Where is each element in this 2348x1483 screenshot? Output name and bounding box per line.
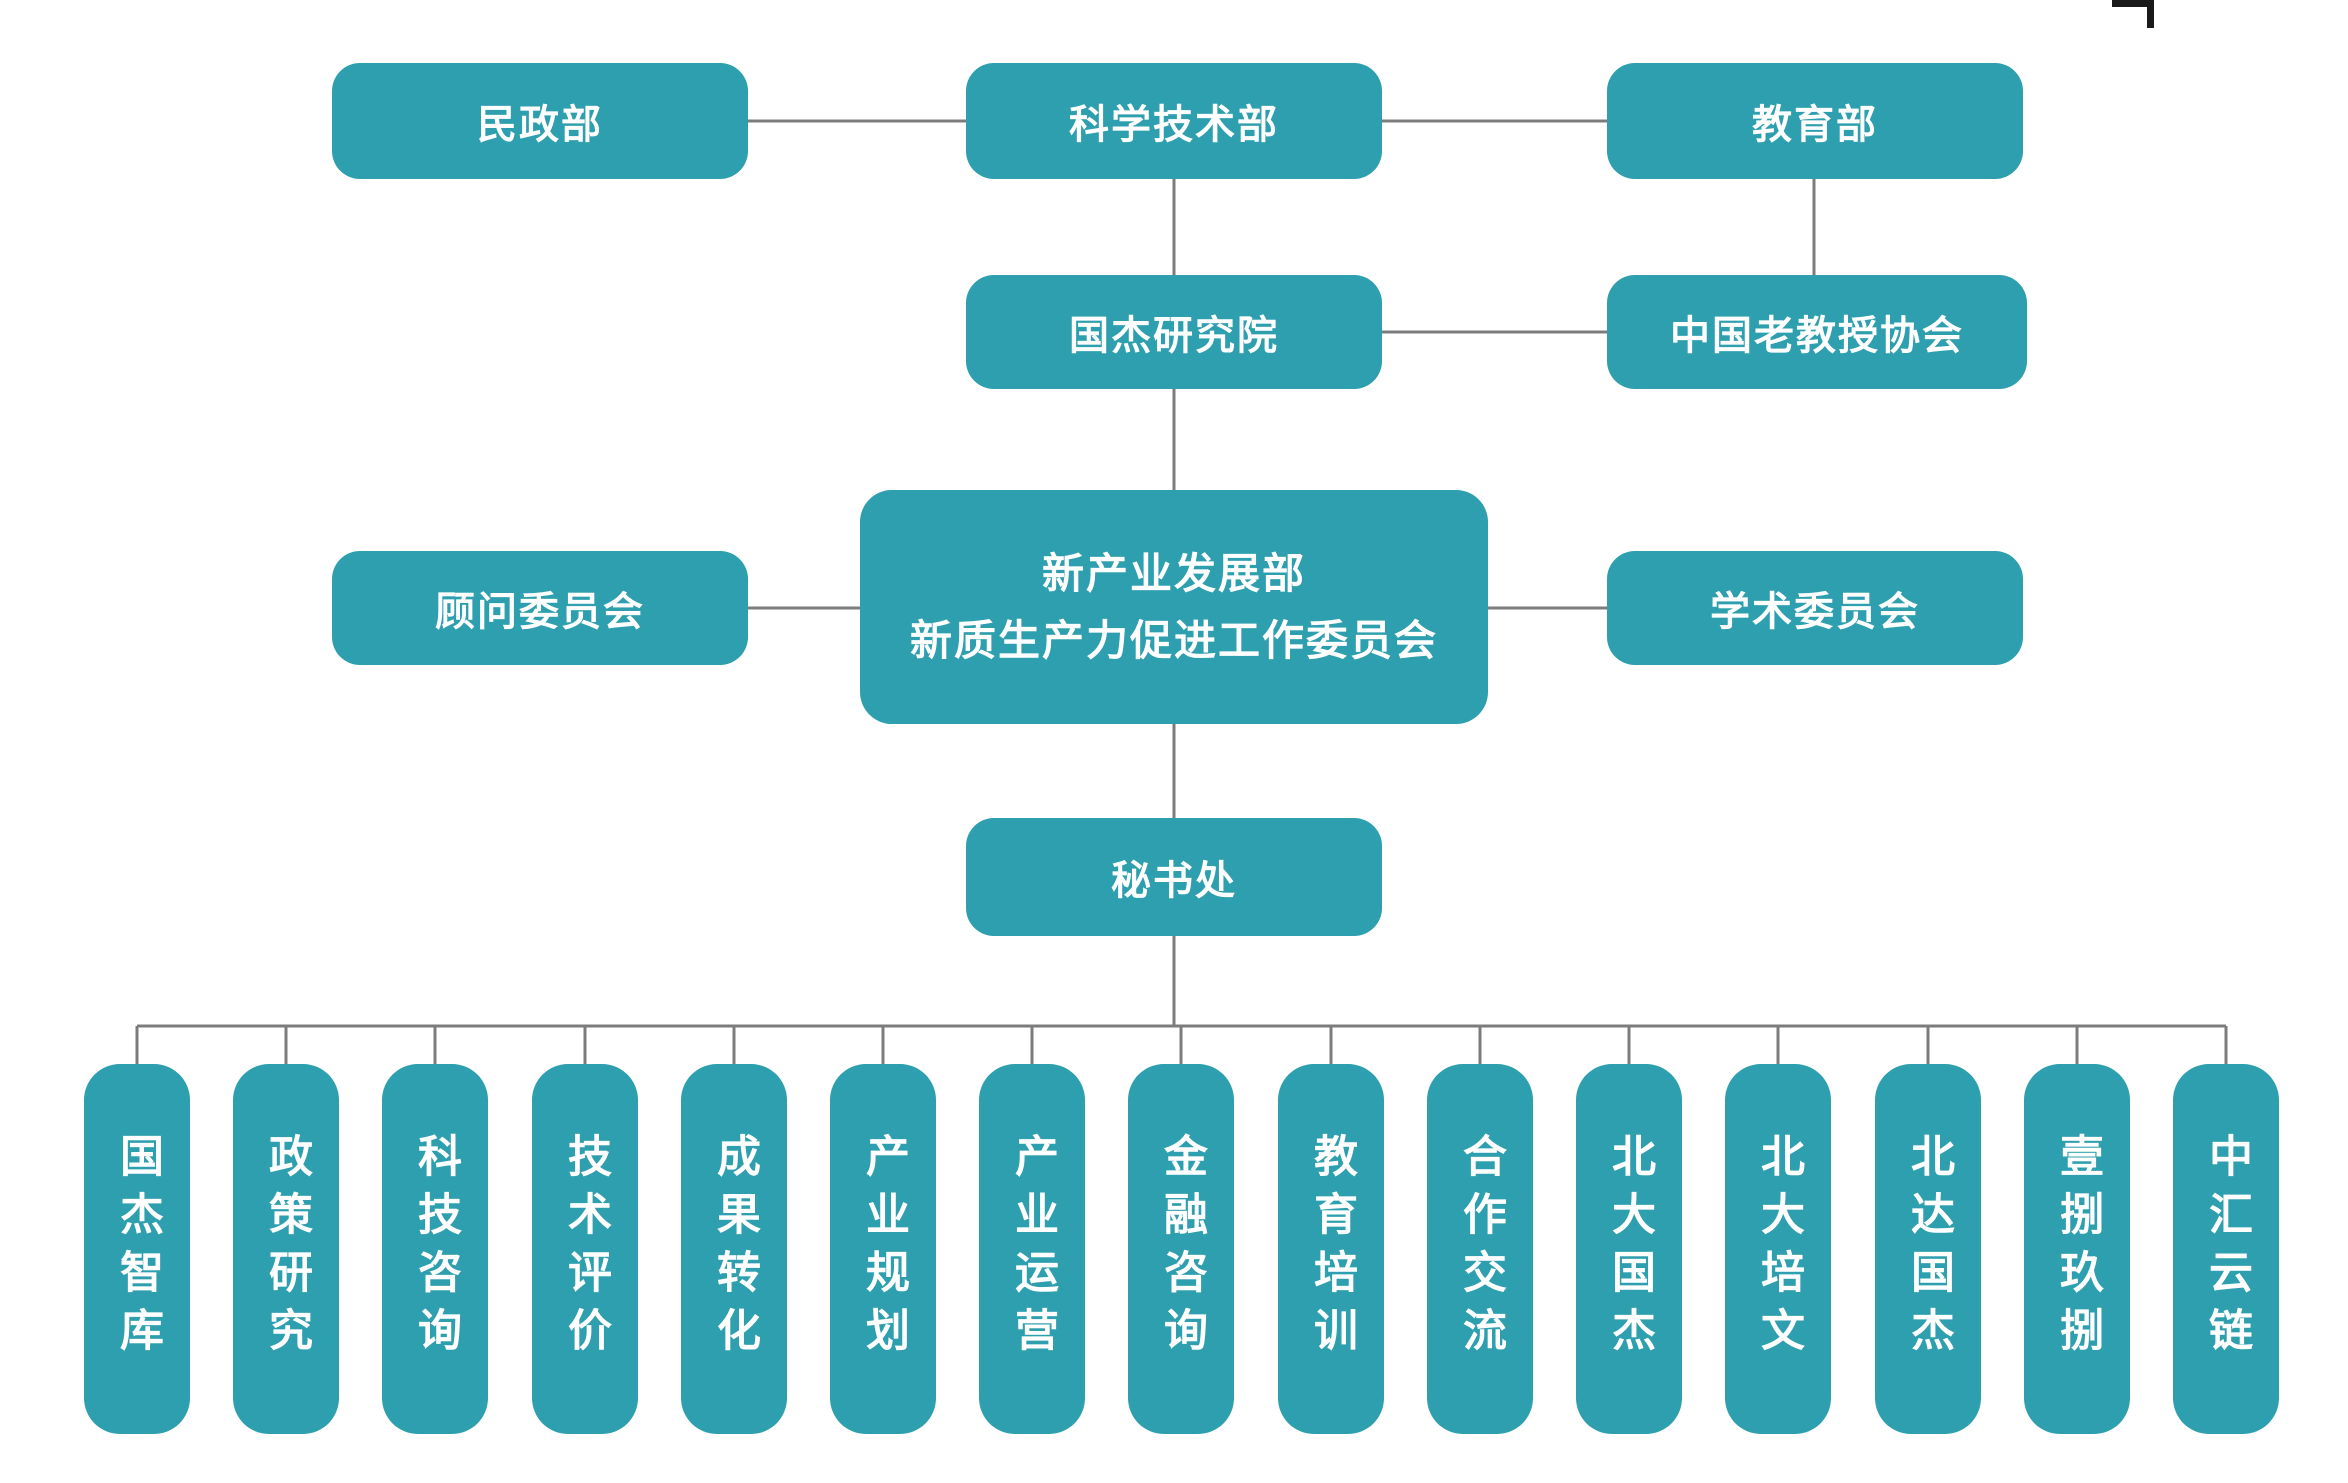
dept-label: 合作交流 [1456, 1133, 1505, 1365]
node-label: 学术委员会 [1710, 590, 1920, 634]
dept-box-zhonghui-cloud-chain: 中汇云链 [2173, 1064, 2279, 1434]
dept-label: 技术评价 [561, 1133, 610, 1365]
dept-box-beida-guojie-2: 北达国杰 [1875, 1064, 1981, 1434]
node-ministry-of-civil-affairs: 民政部 [332, 63, 748, 179]
node-academic-committee: 学术委员会 [1607, 551, 2023, 665]
dept-box-beida-guojie: 北大国杰 [1576, 1064, 1682, 1434]
dept-box-industry-operation: 产业运营 [979, 1064, 1085, 1434]
dept-box-education-training: 教育培训 [1278, 1064, 1384, 1434]
node-label-line2: 新质生产力促进工作委员会 [909, 617, 1438, 664]
dept-box-technology-evaluation: 技术评价 [532, 1064, 638, 1434]
dept-label: 国杰智库 [113, 1133, 162, 1365]
dept-box-1898: 壹捌玖捌 [2024, 1064, 2130, 1434]
corner-crop-mark [2112, 0, 2154, 28]
dept-box-achievement-transformation: 成果转化 [681, 1064, 787, 1434]
node-new-industry-development-committee: 新产业发展部 新质生产力促进工作委员会 [860, 490, 1488, 724]
node-label: 国杰研究院 [1069, 314, 1279, 358]
dept-label: 产业运营 [1008, 1133, 1057, 1365]
node-advisory-committee: 顾问委员会 [332, 551, 748, 665]
node-ministry-of-science-and-technology: 科学技术部 [966, 63, 1382, 179]
dept-box-financial-consulting: 金融咨询 [1128, 1064, 1234, 1434]
dept-label: 壹捌玖捌 [2053, 1133, 2102, 1365]
node-label: 顾问委员会 [435, 590, 645, 634]
dept-box-beida-peiwen: 北大培文 [1725, 1064, 1831, 1434]
dept-label: 中汇云链 [2202, 1133, 2251, 1365]
dept-box-cooperation-exchange: 合作交流 [1427, 1064, 1533, 1434]
dept-label: 科技咨询 [411, 1133, 460, 1365]
dept-label: 成果转化 [710, 1133, 759, 1365]
node-secretariat: 秘书处 [966, 818, 1382, 936]
dept-label: 政策研究 [262, 1133, 311, 1365]
node-guojie-research-institute: 国杰研究院 [966, 275, 1382, 389]
node-label: 中国老教授协会 [1670, 314, 1964, 358]
node-china-old-professors-association: 中国老教授协会 [1607, 275, 2027, 389]
dept-label: 金融咨询 [1157, 1133, 1206, 1365]
node-label: 科学技术部 [1069, 103, 1279, 147]
dept-box-policy-research: 政策研究 [233, 1064, 339, 1434]
dept-label: 北大培文 [1754, 1133, 1803, 1365]
node-label-line1: 新产业发展部 [1041, 549, 1306, 597]
node-label: 民政部 [477, 103, 603, 147]
dept-label: 北大国杰 [1605, 1133, 1654, 1365]
dept-box-industry-planning: 产业规划 [830, 1064, 936, 1434]
dept-box-guojie-thinktank: 国杰智库 [84, 1064, 190, 1434]
dept-label: 产业规划 [859, 1133, 908, 1365]
dept-box-sci-tech-consulting: 科技咨询 [382, 1064, 488, 1434]
node-ministry-of-education: 教育部 [1607, 63, 2023, 179]
node-label: 教育部 [1752, 103, 1878, 147]
dept-label: 教育培训 [1307, 1133, 1356, 1365]
node-label: 秘书处 [1111, 859, 1237, 903]
dept-label: 北达国杰 [1904, 1133, 1953, 1365]
